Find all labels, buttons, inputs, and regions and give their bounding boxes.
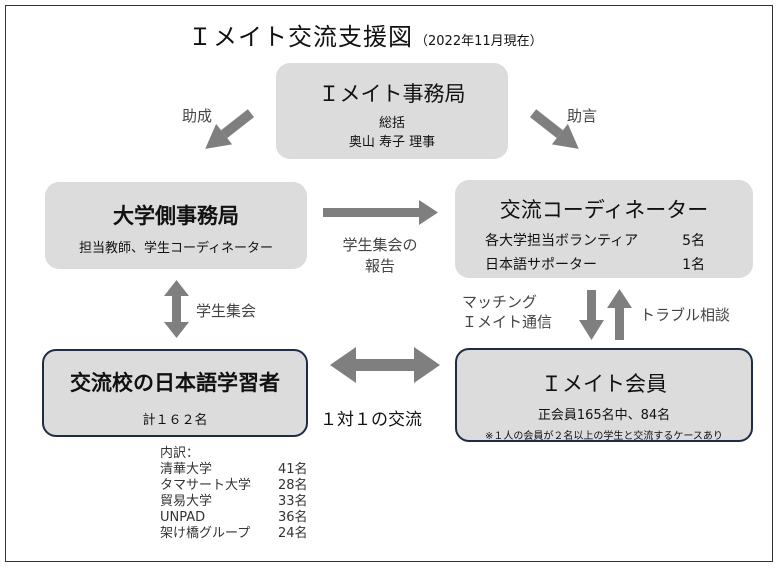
- breakdown-count: 41名: [278, 462, 308, 477]
- univ-office-members: 担当教師、学生コーディネーター: [78, 241, 274, 256]
- arrow-coordinator-to-members: [579, 290, 604, 340]
- members-count: 正会員165名中、84名: [537, 408, 671, 423]
- univ-office-name: 大学側事務局: [113, 204, 239, 228]
- label-jogen: 助言: [567, 107, 598, 125]
- office-role: 総括: [378, 116, 405, 131]
- arrow-members-to-coordinator: [607, 289, 632, 340]
- title-text: Ｉメイト交流支援図: [188, 23, 413, 51]
- breakdown-school: 架け橋グループ: [160, 526, 251, 541]
- list-item: 貿易大学 33名: [160, 494, 308, 510]
- arrow-office-to-coordinator: [530, 109, 579, 149]
- breakdown-list: 内訳： 清華大学 41名 タマサート大学 28名 貿易大学 33名 UNPAD …: [160, 446, 308, 542]
- coordinator-name: 交流コーディネーター: [499, 198, 709, 222]
- breakdown-school: UNPAD: [160, 510, 206, 525]
- breakdown-school: 貿易大学: [160, 494, 213, 509]
- office-person: 奥山 寿子 理事: [348, 135, 436, 150]
- label-matching: マッチング Ｉメイト通信: [462, 292, 552, 332]
- page-title: Ｉメイト交流支援図（2022年11月現在）: [188, 17, 543, 52]
- learners-name: 交流校の日本語学習者: [70, 371, 280, 395]
- coordinator-row-label: 各大学担当ボランティア: [485, 233, 639, 249]
- members-note: ※１人の会員が２名以上の学生と交流するケースあり: [485, 431, 723, 442]
- title-note: （2022年11月現在）: [415, 34, 543, 49]
- members-name: Ｉメイト会員: [541, 372, 667, 396]
- office-name: Ｉメイト事務局: [318, 82, 466, 106]
- label-report-line1: 学生集会の: [342, 236, 418, 254]
- label-one-on-one: １対１の交流: [320, 410, 422, 430]
- list-item: UNPAD 36名: [160, 510, 308, 526]
- label-matching-line2: Ｉメイト通信: [462, 313, 553, 331]
- label-josei: 助成: [182, 107, 213, 125]
- arrow-univ-to-coordinator: [323, 200, 438, 225]
- breakdown-heading: 内訳：: [160, 446, 200, 461]
- breakdown-count: 36名: [278, 510, 308, 525]
- list-item: タマサート大学 28名: [160, 478, 308, 494]
- univ-office-box: 大学側事務局 担当教師、学生コーディネーター: [45, 182, 307, 269]
- label-report-line2: 報告: [364, 257, 395, 275]
- members-box: Ｉメイト会員 正会員165名中、84名 ※１人の会員が２名以上の学生と交流するケ…: [455, 348, 753, 442]
- breakdown-school: 清華大学: [160, 462, 213, 477]
- breakdown-count: 28名: [278, 478, 308, 493]
- arrow-univ-learners: [164, 280, 189, 338]
- list-item: 架け橋グループ 24名: [160, 526, 308, 542]
- breakdown-count: 33名: [278, 494, 308, 509]
- label-trouble: トラブル相談: [640, 306, 731, 324]
- coordinator-row-count: 1名: [682, 257, 705, 273]
- arrow-office-to-univ: [205, 109, 254, 149]
- coordinator-row: 日本語サポーター 1名: [485, 254, 705, 274]
- list-item: 清華大学 41名: [160, 462, 308, 478]
- coordinator-row-label: 日本語サポーター: [485, 257, 597, 273]
- label-report: 学生集会の 報告: [336, 234, 424, 276]
- coordinator-row: 各大学担当ボランティア 5名: [485, 230, 705, 250]
- arrow-learners-members: [330, 347, 440, 383]
- learners-box: 交流校の日本語学習者 計１６２名: [42, 349, 308, 437]
- learners-total: 計１６２名: [142, 413, 208, 428]
- label-student-meeting: 学生集会: [196, 302, 257, 320]
- breakdown-school: タマサート大学: [160, 478, 252, 493]
- coordinator-row-count: 5名: [682, 233, 705, 249]
- breakdown-count: 24名: [278, 526, 308, 541]
- coordinator-box: 交流コーディネーター 各大学担当ボランティア 5名 日本語サポーター 1名: [455, 180, 753, 278]
- office-box: Ｉメイト事務局 総括 奥山 寿子 理事: [276, 63, 508, 159]
- label-matching-line1: マッチング: [462, 293, 538, 311]
